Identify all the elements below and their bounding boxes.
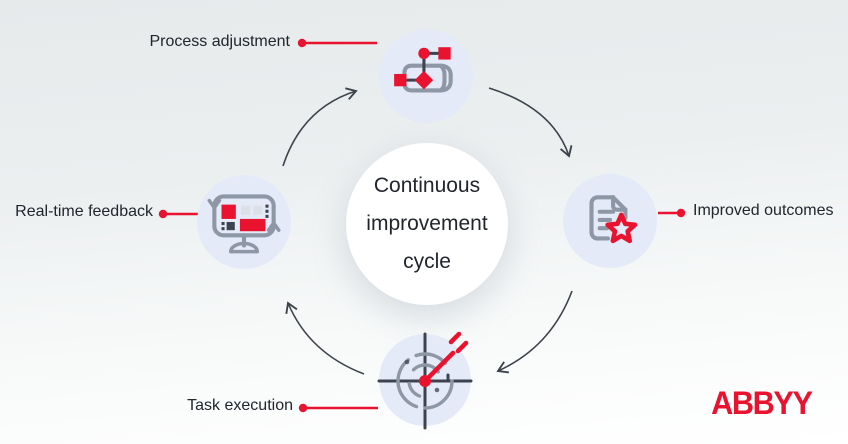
cycle-arrow-left-to-top [282,87,358,167]
flowchart-icon [394,47,453,93]
target-icon [377,331,473,430]
leader-dot-process-adjustment [297,38,307,48]
center-title-line: Continuous [373,174,481,197]
center-title-line: cycle [403,250,451,273]
node-improved-outcomes [563,174,657,268]
node-task-execution [377,331,473,430]
label-task-execution: Task execution [187,397,293,414]
node-process-adjustment [379,29,473,123]
cycle-arrow-bottom-to-left [285,301,365,375]
monitor-refresh-icon [207,194,281,254]
cycle-arrow-right-to-bottom [496,290,573,374]
leader-dot-real-time-feedback [158,209,168,219]
center-title-line: improvement [366,212,488,235]
leader-dot-task-execution [298,403,308,413]
cycle-arrow-top-to-right [488,87,573,158]
label-real-time-feedback: Real-time feedback [15,203,153,220]
leader-dot-improved-outcomes [676,208,686,218]
label-process-adjustment: Process adjustment [149,33,290,50]
node-real-time-feedback [197,175,291,269]
center-circle: Continuous improvement cycle [346,143,508,305]
abbyy-logo: ABBYY [711,385,814,421]
document-star-icon [589,195,638,244]
label-improved-outcomes: Improved outcomes [693,202,834,219]
